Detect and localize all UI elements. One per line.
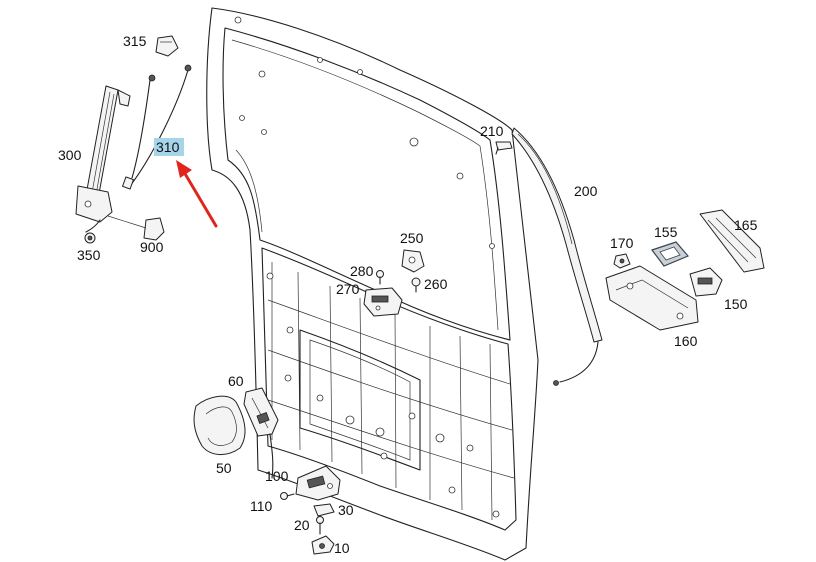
part-100-lock[interactable]: 100 bbox=[265, 465, 341, 501]
label-50: 50 bbox=[216, 460, 232, 476]
part-310-cable[interactable] bbox=[122, 64, 192, 190]
part-250-bracket[interactable]: 250 bbox=[400, 230, 425, 273]
part-10-striker[interactable]: 10 bbox=[311, 535, 350, 556]
part-20-bolt[interactable]: 20 bbox=[294, 516, 324, 535]
part-170-nut[interactable]: 170 bbox=[610, 235, 634, 269]
part-900-cap[interactable]: 900 bbox=[107, 215, 165, 255]
label-350: 350 bbox=[77, 247, 101, 263]
label-155: 155 bbox=[654, 224, 678, 240]
label-60: 60 bbox=[228, 373, 244, 389]
part-150-camera[interactable]: 150 bbox=[689, 267, 748, 312]
label-900: 900 bbox=[140, 239, 164, 255]
label-100: 100 bbox=[265, 468, 289, 484]
part-315-bracket[interactable]: 315 bbox=[123, 33, 179, 57]
part-30-screw[interactable]: 30 bbox=[313, 502, 354, 518]
part-50-cover[interactable]: 50 bbox=[193, 395, 246, 476]
label-10: 10 bbox=[334, 540, 350, 556]
label-270: 270 bbox=[336, 281, 360, 297]
label-210: 210 bbox=[480, 123, 504, 139]
label-170: 170 bbox=[610, 235, 634, 251]
label-280: 280 bbox=[350, 263, 374, 279]
label-315: 315 bbox=[123, 33, 147, 49]
label-150: 150 bbox=[724, 296, 748, 312]
tailgate-holes bbox=[234, 16, 500, 518]
part-60-actuator[interactable]: 60 bbox=[228, 373, 279, 479]
part-210-clip[interactable]: 210 bbox=[480, 123, 513, 155]
label-300: 300 bbox=[58, 147, 82, 163]
pointer-arrow bbox=[176, 160, 218, 228]
tailgate-shell bbox=[206, 7, 539, 561]
label-160: 160 bbox=[674, 333, 698, 349]
label-20: 20 bbox=[294, 517, 310, 533]
label-110: 110 bbox=[250, 498, 273, 514]
part-160-handle-panel[interactable]: 160 bbox=[605, 265, 699, 349]
part-200-seal-strip[interactable]: 200 bbox=[511, 127, 603, 386]
label-165: 165 bbox=[734, 217, 758, 233]
label-250: 250 bbox=[400, 230, 424, 246]
part-165-cover[interactable]: 165 bbox=[699, 209, 765, 273]
part-270-latch-housing[interactable]: 270 bbox=[336, 281, 403, 317]
part-110-screw[interactable]: 110 bbox=[250, 492, 295, 515]
part-350-bolt[interactable]: 350 bbox=[77, 232, 101, 263]
label-30: 30 bbox=[338, 502, 354, 518]
label-310[interactable]: 310 bbox=[156, 139, 180, 155]
part-155-frame[interactable]: 155 bbox=[651, 224, 689, 267]
part-260-screw[interactable]: 260 bbox=[411, 276, 448, 293]
label-260: 260 bbox=[424, 276, 448, 292]
label-200: 200 bbox=[574, 183, 598, 199]
highlight-box-310 bbox=[154, 138, 184, 156]
part-280-screw[interactable]: 280 bbox=[350, 263, 384, 285]
part-300-gas-strut[interactable]: 300 bbox=[58, 85, 131, 233]
